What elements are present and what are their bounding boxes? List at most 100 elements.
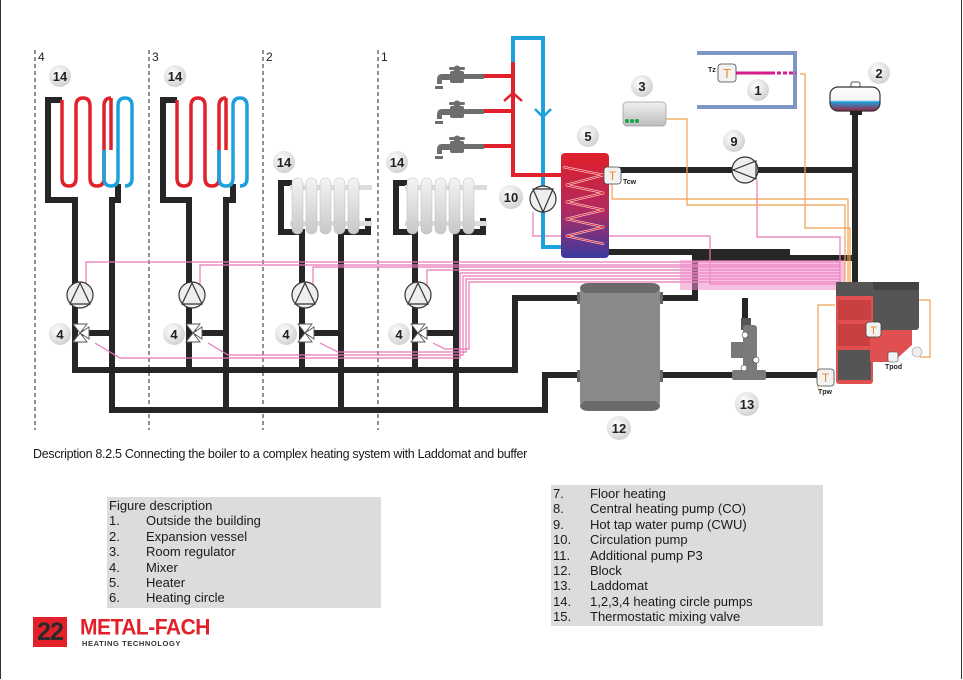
radiator-zone-1 <box>405 177 487 235</box>
svg-text:12: 12 <box>612 421 626 436</box>
legend-item-number: 6. <box>109 590 120 606</box>
legend-item-number: 11. <box>553 547 571 563</box>
badge-mixer: 4 <box>49 323 71 345</box>
badge-heating-circle-pump: 14 <box>273 151 295 173</box>
legend-item-number: 5. <box>109 575 120 591</box>
mixer-valve-icon <box>72 323 90 343</box>
legend-item: 11. Additional pump P3 <box>553 548 815 563</box>
badge-outside-building: 1 <box>747 79 769 101</box>
heating-circle-pump-icon <box>291 281 319 309</box>
laddomat-icon <box>731 318 766 380</box>
tcw-sensor: T Tcw <box>603 166 637 186</box>
svg-text:3: 3 <box>638 79 645 94</box>
zone-dividers <box>34 50 379 430</box>
badge-room-regulator: 3 <box>631 75 653 97</box>
legend-item-label: Heater <box>146 575 186 591</box>
boiler-sensor: T <box>865 321 882 338</box>
tpod-label: Tpod <box>885 364 902 371</box>
badge-laddomat: 13 <box>735 392 759 416</box>
pumps <box>66 156 759 309</box>
wire-bundle-band <box>680 260 845 290</box>
svg-text:9: 9 <box>730 134 737 149</box>
svg-text:14: 14 <box>53 69 68 84</box>
legend-item-number: 15. <box>553 609 572 625</box>
legend-item-label: Mixer <box>146 559 178 575</box>
badge-heating-circle-pump: 14 <box>164 65 186 87</box>
brand-name: METAL-FACH <box>80 615 210 640</box>
legend-item: 8. Central heating pump (CO) <box>553 501 815 516</box>
legend-item: 4.Mixer <box>109 560 373 575</box>
legend-item-number: 13. <box>553 578 572 594</box>
legend-item: 5. Heater <box>109 575 373 590</box>
tap-icons <box>435 65 484 159</box>
legend-title: Figure description <box>109 498 213 513</box>
svg-text:1: 1 <box>754 83 761 98</box>
badge-heater: 5 <box>577 125 599 147</box>
circulation-pump-icon <box>529 185 557 214</box>
buffer-tank <box>577 283 663 411</box>
heater-tank <box>561 153 609 258</box>
svg-text:4: 4 <box>282 327 290 342</box>
tcw-label: Tcw <box>623 179 637 186</box>
sensor-glyph: T <box>870 325 877 337</box>
legend-item: 1.Outside the building <box>109 513 373 528</box>
floor-heating-coil-3 <box>175 96 249 188</box>
legend-item-label: Additional pump P3 <box>590 547 703 563</box>
legend-item: 12.Block <box>553 563 815 578</box>
expansion-vessel <box>829 81 881 115</box>
legend-item-number: 12. <box>553 563 572 579</box>
number-badges: 14 14 14 14 4 4 4 4 5 10 3 9 1 2 12 13 <box>49 62 890 440</box>
svg-text:14: 14 <box>390 155 405 170</box>
svg-text:4: 4 <box>56 327 64 342</box>
badge-mixer: 4 <box>163 323 185 345</box>
legend-item: 3. Room regulator <box>109 544 373 559</box>
mixer-valve-icon <box>297 323 315 343</box>
mixer-valve-icon <box>185 323 203 343</box>
zone-label-2: 2 <box>266 50 273 64</box>
tpw-sensor: T Tpw <box>816 368 835 396</box>
legend-item-label: Laddomat <box>590 578 648 594</box>
badge-circulation-pump: 10 <box>499 185 523 209</box>
badge-mixer: 4 <box>388 323 410 345</box>
svg-text:4: 4 <box>395 327 403 342</box>
svg-text:5: 5 <box>584 129 591 144</box>
legend-item-label: Central heating pump (CO) <box>590 501 747 517</box>
legend-item-number: 8. <box>553 501 564 517</box>
legend-item: 14.1,2,3,4 heating circle pumps <box>553 594 815 609</box>
badge-heating-circle-pump: 14 <box>49 65 71 87</box>
hot-tap-water-pump-icon <box>731 156 759 184</box>
outside-temperature-sensor: T Tz <box>708 63 796 83</box>
legend-right: 7.Floor heating 8.Central heating pump (… <box>551 485 823 626</box>
heating-system-diagram: 4 3 2 1 <box>34 36 931 440</box>
zone-label-3: 3 <box>152 50 159 64</box>
legend-item-label: Outside the building <box>146 513 261 529</box>
tpw-label: Tpw <box>818 389 833 396</box>
zone-label-1: 1 <box>381 50 388 64</box>
tpod-sensor: Tpod <box>885 351 902 371</box>
sensor-wires <box>611 73 931 388</box>
svg-text:10: 10 <box>504 190 518 205</box>
mixer-valve-icon <box>410 323 428 343</box>
legend-item: 6.Heating circle <box>109 590 373 605</box>
figure-caption: Description 8.2.5 Connecting the boiler … <box>33 447 528 461</box>
legend-item-number: 3. <box>109 544 120 560</box>
outside-building-wall <box>697 51 797 109</box>
legend-item-label: Expansion vessel <box>146 528 248 544</box>
legend-item-label: Hot tap water pump (CWU) <box>590 516 747 532</box>
svg-text:14: 14 <box>168 69 183 84</box>
page-number: 22 <box>33 617 67 647</box>
legend-item-number: 7. <box>553 486 564 501</box>
tap-icon <box>435 100 484 124</box>
legend-item: 9.Hot tap water pump (CWU) <box>553 517 815 532</box>
brand-tagline: HEATING TECHNOLOGY <box>82 639 181 648</box>
legend-item-label: Room regulator <box>146 544 236 560</box>
legend-item-number: 14. <box>553 593 572 609</box>
svg-text:14: 14 <box>277 155 292 170</box>
floor-heating-coil-4 <box>60 96 134 188</box>
svg-text:4: 4 <box>170 327 178 342</box>
badge-mixer: 4 <box>275 323 297 345</box>
zone-label-4: 4 <box>38 50 45 64</box>
tap-icon <box>435 135 484 159</box>
badge-hot-tap-water-pump: 9 <box>723 130 745 152</box>
heating-circle-pump-icon <box>178 281 206 309</box>
